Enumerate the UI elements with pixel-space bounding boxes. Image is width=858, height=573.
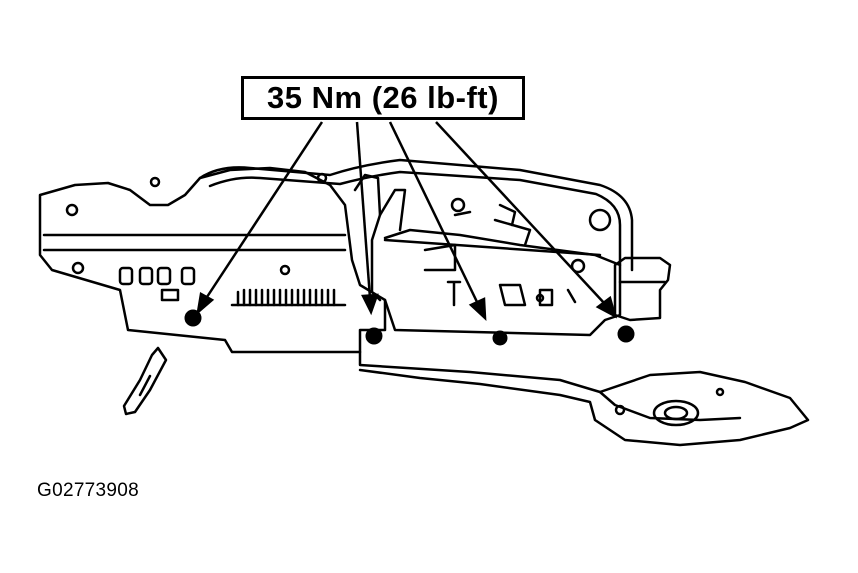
torque-callout-label: 35 Nm (26 lb-ft) bbox=[267, 80, 499, 115]
floor-pan-lower-edge bbox=[598, 390, 742, 422]
bolt-3 bbox=[492, 330, 508, 346]
torque-callout-box: 35 Nm (26 lb-ft) bbox=[241, 76, 525, 120]
seat-frame-top-edge-inner bbox=[208, 170, 622, 267]
bolt-2 bbox=[365, 327, 383, 345]
leader-line-2 bbox=[355, 121, 372, 299]
arrowhead-4 bbox=[595, 295, 617, 319]
arrowhead-1 bbox=[196, 292, 215, 316]
bolt-4 bbox=[617, 325, 635, 343]
track-ratchet-teeth bbox=[236, 288, 336, 307]
seat-frame-left-body bbox=[38, 166, 387, 354]
leader-line-3 bbox=[388, 121, 480, 305]
leader-line-4 bbox=[435, 121, 606, 305]
seat-frame-top-edge bbox=[198, 158, 634, 272]
floor-pan-base bbox=[358, 350, 810, 447]
right-bracket-block bbox=[613, 256, 672, 322]
arrowhead-3 bbox=[468, 297, 487, 322]
frame-hole bbox=[65, 203, 79, 217]
arrowhead-2 bbox=[361, 293, 379, 316]
release-lever bbox=[122, 346, 168, 416]
floor-mount-ring bbox=[652, 399, 700, 427]
figure-id-label: G02773908 bbox=[37, 480, 140, 501]
leader-line-1 bbox=[203, 121, 324, 301]
